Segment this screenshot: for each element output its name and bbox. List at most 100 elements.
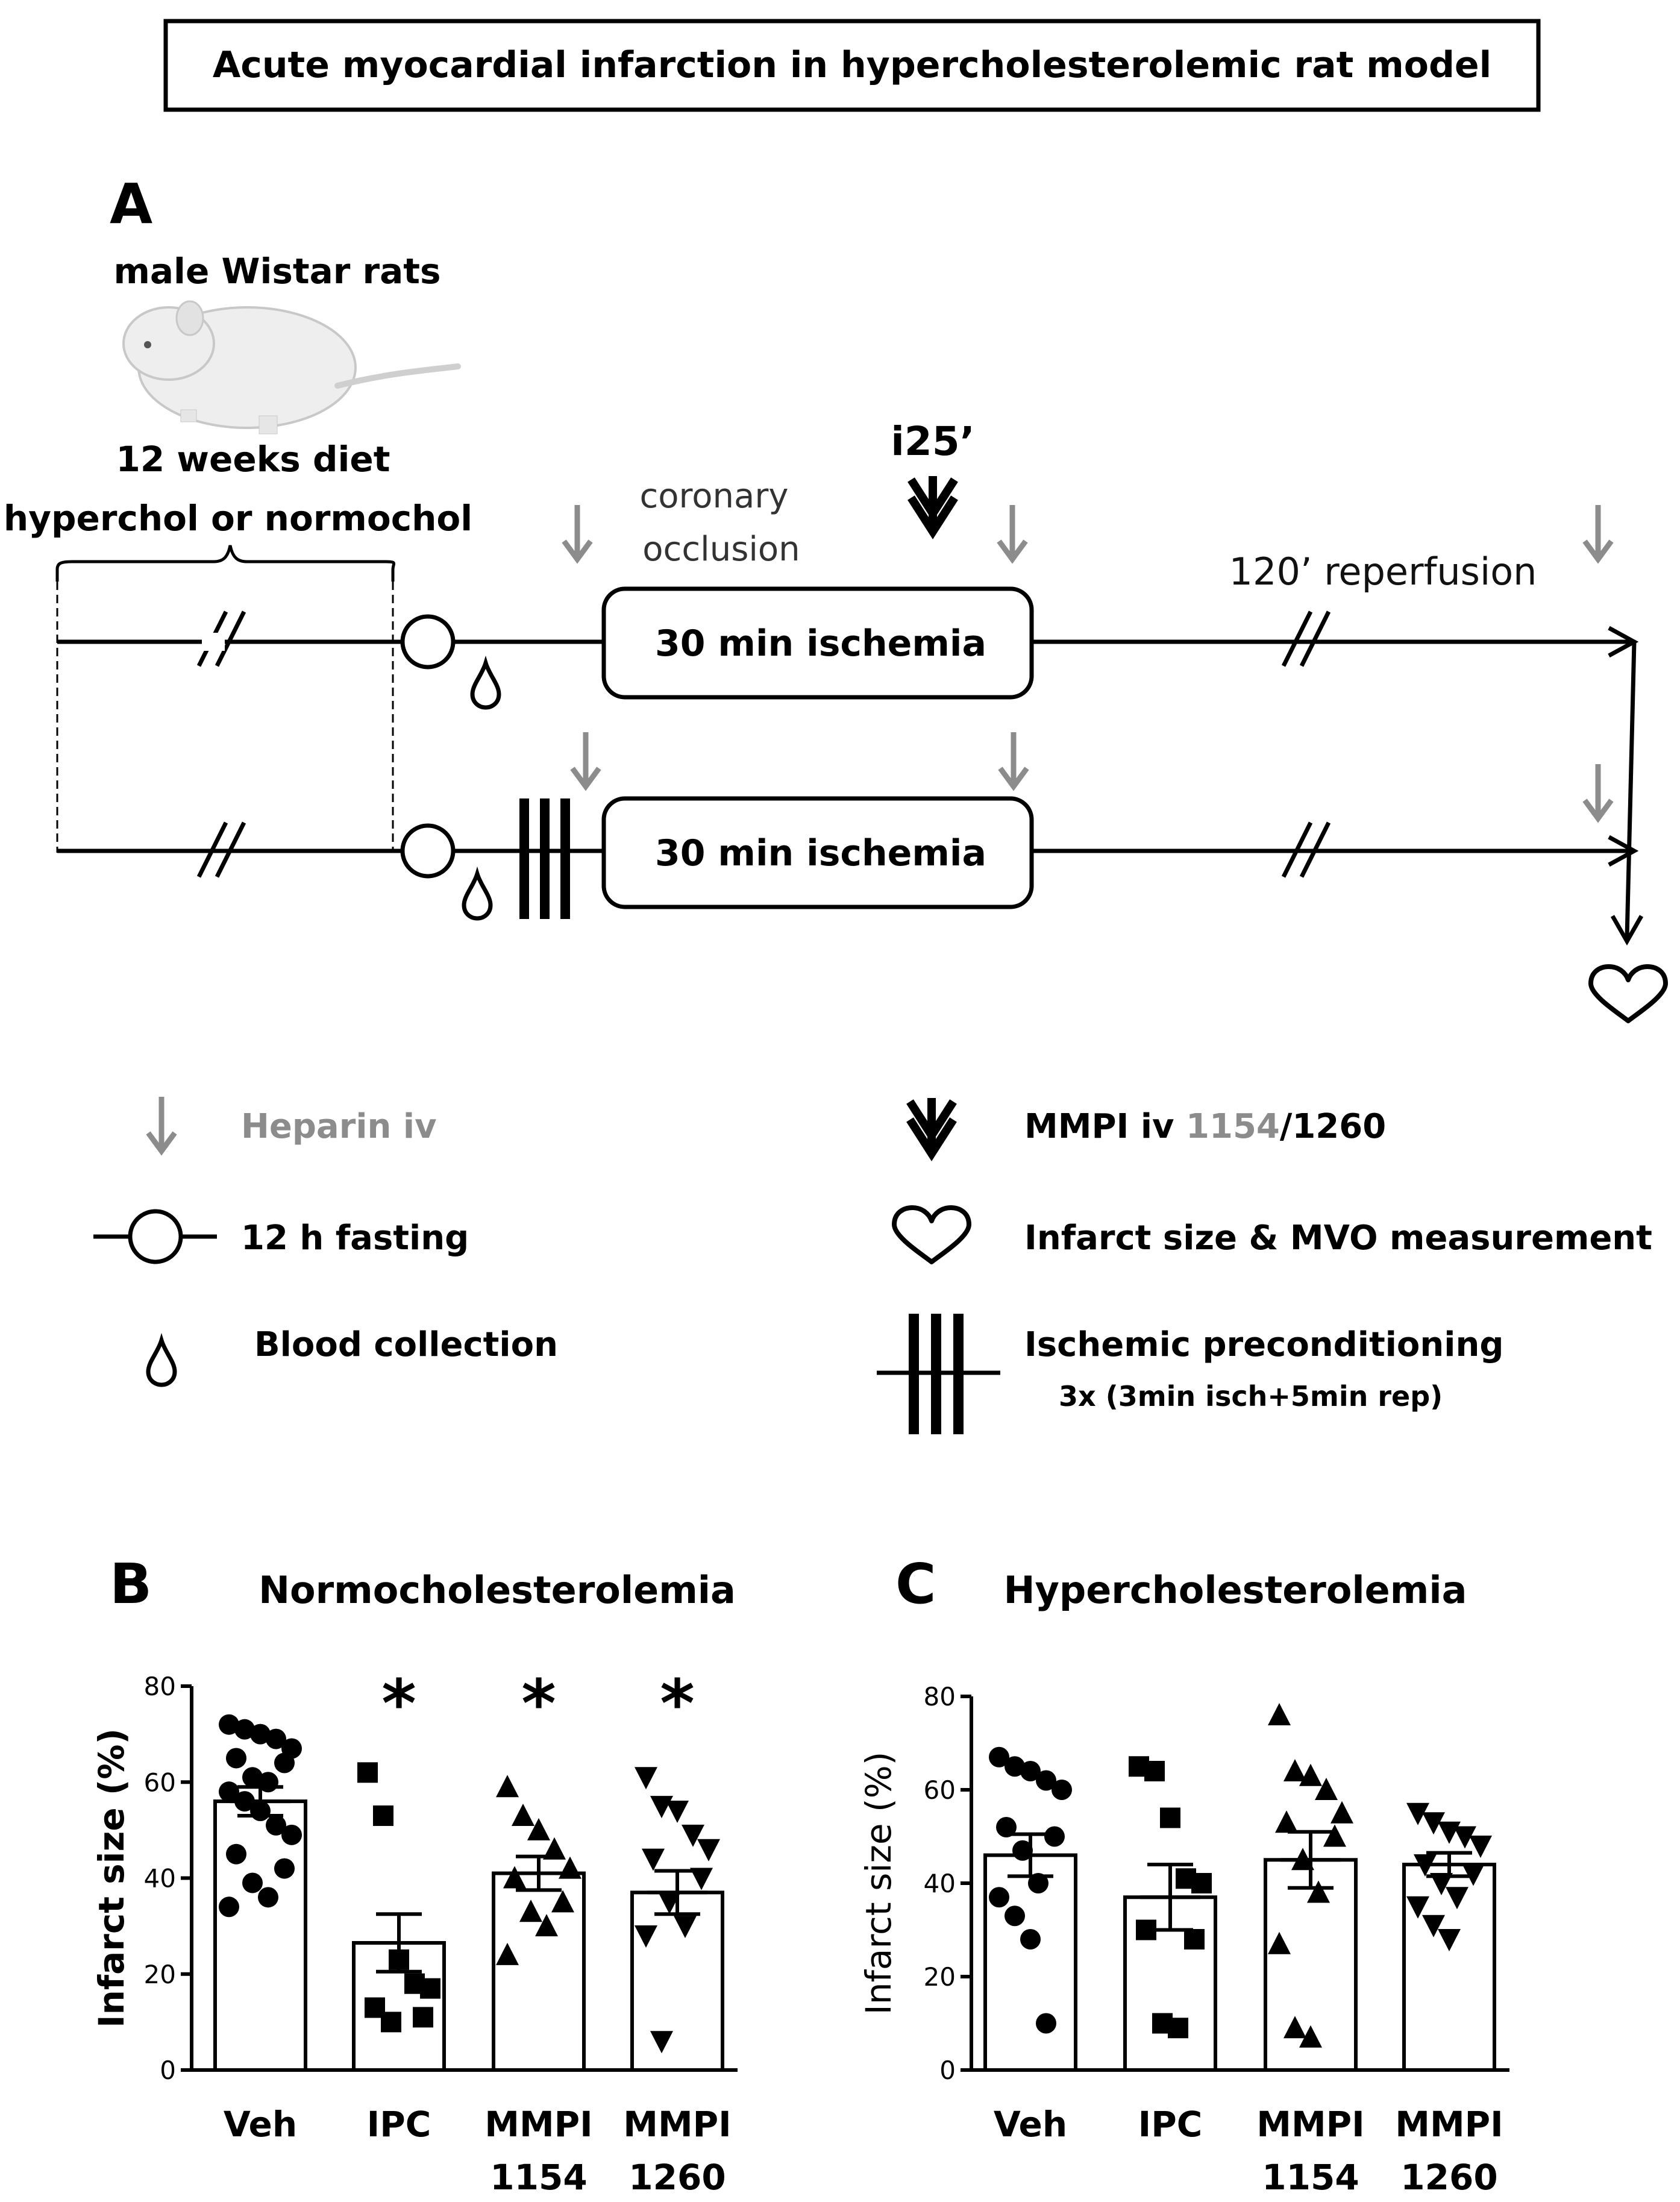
ischemia-box-bottom: [601, 796, 1034, 909]
data-point: [527, 1818, 550, 1840]
data-point: [512, 1803, 534, 1826]
data-point: [242, 1872, 263, 1893]
data-point: [274, 1752, 295, 1774]
data-point: [697, 1839, 720, 1862]
category-label: MMPI: [1395, 2104, 1503, 2145]
legend-mmpi-1260: 1260: [1292, 1107, 1386, 1146]
data-point: [219, 1781, 239, 1802]
y-tick-label: 60: [144, 1768, 176, 1797]
data-point: [1438, 1929, 1461, 1951]
legend-fasting-icon: [93, 1209, 217, 1264]
data-point: [274, 1858, 295, 1879]
data-point: [1422, 1915, 1445, 1937]
data-point: [1028, 1873, 1048, 1893]
i25-label: i25’: [891, 418, 975, 465]
rat-illustration: [122, 300, 461, 434]
category-label: MMPI: [623, 2104, 732, 2145]
data-point: [1462, 1863, 1485, 1886]
heart-icon: [1591, 967, 1666, 1021]
y-axis-label: Infarct size (%): [91, 1728, 132, 2028]
panel-c-letter: C: [895, 1552, 936, 1616]
data-point: [989, 1887, 1009, 1908]
data-point: [1430, 1873, 1453, 1895]
category-label: 1260: [1400, 2157, 1497, 2198]
bar: [1402, 1863, 1496, 2072]
data-point: [1036, 2013, 1056, 2034]
legend-fasting: 12 h fasting: [241, 1219, 469, 1258]
ischemia-box-top: [601, 586, 1034, 700]
data-point: [1284, 2016, 1306, 2039]
panel-a-letter: A: [110, 172, 152, 236]
legend-heparin-icon: [148, 1097, 175, 1151]
data-point: [1005, 1906, 1025, 1927]
ischemia-label-bottom: 30 min ischemia: [655, 832, 986, 874]
data-point: [543, 1837, 566, 1860]
y-tick-label: 80: [924, 1682, 956, 1711]
data-point: [496, 1775, 519, 1798]
figure-title: Acute myocardial infarction in hyperchol…: [213, 44, 1491, 86]
panel-b-letter: B: [110, 1552, 152, 1616]
legend-ipc-icon: [877, 1314, 1000, 1434]
chart-title: Normocholesterolemia: [259, 1568, 736, 1612]
legend-mmpi-slash: /: [1280, 1107, 1293, 1146]
data-point: [551, 1890, 574, 1913]
data-point: [1299, 1763, 1322, 1786]
legend-mmpi: MMPI iv 1154/1260: [1024, 1107, 1386, 1146]
significance-marker: *: [660, 1665, 695, 1742]
legend-blood: Blood collection: [254, 1325, 558, 1364]
data-point: [234, 1719, 255, 1740]
data-point: [1005, 1756, 1025, 1777]
final-arrow: [1625, 641, 1637, 938]
legend-ipc-line2: 3x (3min isch+5min rep): [1059, 1380, 1443, 1413]
data-point: [1406, 1802, 1429, 1825]
data-point: [1144, 1761, 1165, 1781]
data-point: [1184, 1929, 1205, 1949]
y-tick-label: 60: [924, 1775, 956, 1805]
data-point: [658, 1892, 681, 1915]
data-point: [682, 1824, 704, 1847]
data-point: [635, 1767, 657, 1790]
category-label: MMPI: [1256, 2104, 1365, 2145]
y-axis-label: Infarct size (%): [858, 1752, 899, 2015]
timeline-2: [57, 798, 1639, 919]
data-point: [1168, 2018, 1188, 2039]
data-point: [1284, 1759, 1306, 1781]
data-point: [1315, 1778, 1338, 1800]
data-point: [1044, 1826, 1065, 1847]
data-point: [266, 1815, 286, 1836]
heparin-arrow-4: [572, 732, 599, 786]
legend-mmpi-icon: [910, 1098, 953, 1153]
bar: [492, 1871, 586, 2072]
data-point: [413, 2007, 433, 2028]
data-point: [242, 1767, 263, 1788]
data-point: [266, 1728, 286, 1749]
heparin-arrow-1: [564, 505, 591, 559]
data-point: [1268, 1931, 1291, 1954]
ischemia-label-top: 30 min ischemia: [655, 623, 986, 665]
data-point: [690, 1868, 713, 1890]
category-label: MMPI: [484, 2104, 593, 2145]
heparin-arrow-6: [1585, 764, 1611, 818]
data-point: [420, 1978, 440, 1999]
data-point: [635, 1925, 657, 1948]
category-label: Veh: [224, 2104, 297, 2145]
diet-label-line1: 12 weeks diet: [116, 439, 390, 480]
data-point: [503, 1866, 526, 1889]
data-point: [674, 1916, 697, 1939]
data-point: [1275, 1810, 1298, 1833]
y-tick-label: 20: [924, 1962, 956, 1992]
data-point: [535, 1914, 558, 1937]
data-point: [650, 2031, 673, 2054]
legend-blood-icon: [148, 1340, 175, 1385]
data-point: [989, 1746, 1009, 1768]
data-point: [1160, 1807, 1180, 1828]
data-point: [226, 1843, 246, 1865]
y-tick-label: 20: [144, 1960, 176, 1989]
mmpi-injection-arrow: [911, 476, 954, 532]
data-point: [373, 1805, 393, 1826]
data-point: [381, 2012, 401, 2033]
category-label: IPC: [1138, 2104, 1203, 2145]
coronary-label-line1: coronary: [639, 477, 788, 516]
